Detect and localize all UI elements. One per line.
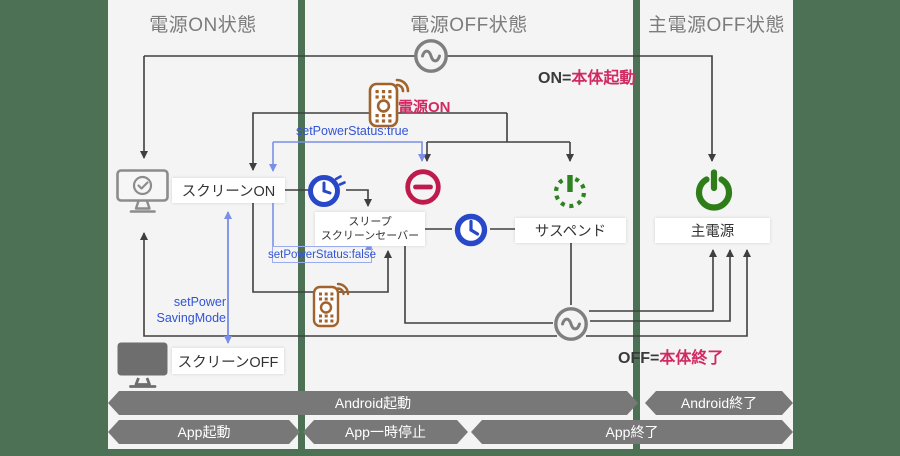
sleep-label-line1: スリープ — [348, 215, 392, 228]
saving-mode-line1: setPower — [173, 295, 226, 309]
frame-left — [0, 0, 108, 456]
column-divider-2 — [633, 0, 640, 456]
main-power-icon — [692, 168, 736, 217]
bar-android-end: Android終了 — [645, 391, 793, 415]
bar-app-start: App起動 — [108, 420, 300, 444]
bar-app-start-label: App起動 — [177, 424, 231, 440]
screen-on-label: スクリーンON — [181, 184, 276, 200]
column-header-main-power-off: 主電源OFF状態 — [648, 15, 785, 36]
on-prefix: ON= — [538, 70, 572, 87]
main-power-label: 主電源 — [690, 224, 735, 240]
saving-mode-line2: SavingMode — [156, 310, 227, 325]
bar-android-end-label: Android終了 — [680, 395, 758, 411]
frame-right — [793, 0, 900, 456]
frame-bottom — [0, 449, 900, 456]
clock-icon — [450, 210, 492, 255]
suspend-label: サスペンド — [534, 224, 607, 240]
state-box-screen-on: スクリーンON — [172, 178, 285, 203]
bar-android-start-label: Android起動 — [334, 395, 412, 411]
state-box-screen-off: スクリーンOFF — [172, 348, 284, 374]
off-value: 本体終了 — [659, 350, 724, 367]
remote-control-icon-2 — [309, 274, 353, 333]
set-power-saving-mode-label: setPower SavingMode — [148, 295, 227, 326]
screen-off-label: スクリーンOFF — [177, 354, 279, 371]
state-box-main-power: 主電源 — [655, 218, 770, 243]
sleep-clock-icon — [305, 169, 349, 216]
power-off-minus-icon — [403, 167, 443, 212]
column-header-power-off: 電源OFF状態 — [410, 15, 528, 36]
set-power-status-true-label: setPowerStatus:true — [296, 124, 409, 138]
sleep-label-line2: スクリーンセーバー — [320, 230, 420, 242]
column-header-power-on: 電源ON状態 — [149, 15, 257, 36]
bar-app-end-label: App終了 — [605, 424, 659, 440]
bar-android-start: Android起動 — [108, 391, 638, 415]
screen-off-monitor-icon — [116, 341, 170, 393]
state-box-suspend: サスペンド — [515, 218, 626, 243]
remote-power-on-label: 電源ON — [398, 99, 451, 116]
state-box-sleep-screensaver: スリープ スクリーンセーバー — [315, 212, 425, 246]
on-value: 本体起動 — [571, 70, 636, 87]
bar-app-end: App終了 — [471, 420, 793, 444]
ac-on-annotation: ON=本体起動 — [538, 64, 635, 88]
screen-on-monitor-icon — [116, 169, 170, 220]
set-power-status-false-label: setPowerStatus:false — [268, 246, 376, 263]
ac-off-annotation: OFF=本体終了 — [618, 344, 723, 368]
standby-dashed-power-icon — [550, 169, 590, 216]
bar-app-pause-label: App一時停止 — [345, 424, 426, 440]
ac-plug-on-icon — [412, 37, 450, 80]
ac-plug-off-icon — [552, 305, 590, 348]
column-divider-1 — [298, 0, 305, 456]
off-prefix: OFF= — [618, 350, 660, 367]
bar-app-pause: App一時停止 — [303, 420, 468, 444]
